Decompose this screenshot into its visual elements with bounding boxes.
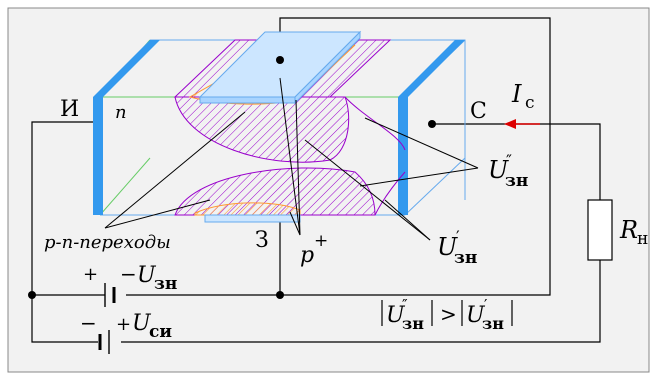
u-zn-prime-subscript: зн — [454, 248, 477, 268]
gate-battery-plus: + — [83, 264, 98, 285]
junction-dot-gate — [276, 291, 284, 299]
drain-voltage-label: U — [132, 311, 152, 336]
drain-battery — [98, 330, 110, 354]
gate-plate-top — [198, 30, 362, 105]
junction-dot-left — [28, 291, 36, 299]
n-region-label: n — [115, 102, 127, 123]
inequality-left-subscript: зн — [402, 314, 424, 333]
current-subscript: с — [525, 93, 535, 113]
leader-lines — [104, 77, 479, 241]
u-zn-prime-label: U — [437, 233, 458, 261]
p-plus-label: p — [300, 243, 314, 268]
resistor-subscript: н — [637, 229, 648, 249]
inequality-right-u: U — [466, 303, 486, 328]
pn-junctions-label: p-n-переходы — [44, 232, 171, 253]
u-zn-double-prime-label: U — [488, 156, 509, 184]
load-resistor — [587, 199, 613, 261]
current-label: I — [511, 80, 522, 108]
drain-terminal-dot — [428, 120, 436, 128]
drain-electrode — [398, 97, 408, 215]
source-electrode — [93, 97, 103, 215]
inequality-right-mark: ′ — [484, 296, 488, 314]
p-plus-superscript: + — [314, 231, 328, 251]
gate-label: З — [255, 228, 269, 253]
inequality-left-mark: ″ — [402, 296, 408, 314]
u-zn-double-prime-subscript: зн — [505, 171, 528, 191]
inequality-right-subscript: зн — [482, 314, 504, 333]
gate-voltage-subscript: зн — [154, 274, 177, 294]
drain-voltage-sign: + — [116, 314, 131, 335]
inequality-formula: U ″ зн > U ′ зн — [381, 296, 513, 333]
resistor-label: R — [619, 216, 638, 244]
gate-voltage-label: U — [137, 263, 157, 288]
inequality-sign: > — [440, 302, 457, 326]
lower-depletion-region — [174, 167, 406, 223]
drain-battery-minus: − — [80, 311, 97, 335]
drain-label: С — [470, 99, 487, 124]
u-zn-prime-mark: ′ — [456, 227, 460, 246]
drain-voltage-subscript: си — [149, 322, 172, 342]
source-label: И — [60, 97, 79, 122]
gate-battery — [104, 283, 116, 307]
u-zn-double-prime-mark: ″ — [506, 151, 512, 170]
gate-terminal-dot — [276, 56, 284, 64]
gate-voltage-sign: − — [120, 262, 137, 286]
inequality-left-u: U — [386, 303, 406, 328]
